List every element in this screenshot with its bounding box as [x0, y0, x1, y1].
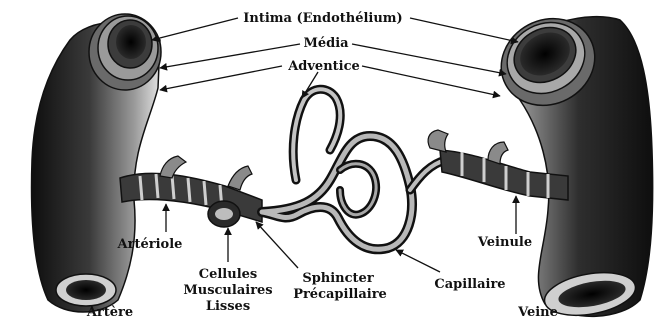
label-cellules-3: Lisses [206, 299, 250, 314]
leader-intima-right [410, 18, 518, 42]
label-media: Média [303, 36, 349, 51]
label-veine: Veine [517, 305, 558, 320]
capillary-inner-loop-highlight [340, 164, 376, 215]
leader-adventice-right [362, 66, 500, 96]
leader-media-left [160, 44, 300, 68]
label-sphincter-1: Sphincter [302, 271, 374, 286]
venule-branch-up2 [488, 142, 508, 164]
arteriole-branch-up [160, 156, 186, 178]
venule-branch-up [428, 130, 448, 152]
label-intima: Intima (Endothélium) [243, 11, 402, 26]
label-cellules-2: Musculaires [183, 283, 272, 298]
label-artere: Artère [86, 305, 133, 320]
arteriole [120, 156, 262, 227]
label-adventice: Adventice [287, 59, 360, 74]
artery-lumen [116, 25, 146, 59]
artery-bottom-lumen [66, 280, 106, 300]
vein [486, 2, 653, 321]
muscle-cell-highlight [215, 208, 233, 220]
artery [32, 14, 161, 312]
leader-sphincter [256, 222, 298, 268]
label-capillaire: Capillaire [434, 277, 505, 292]
leader-capillaire [396, 250, 440, 272]
label-cellules-1: Cellules [199, 267, 257, 282]
label-veinule: Veinule [477, 235, 532, 250]
arteriole-branch-up2 [228, 166, 252, 190]
label-arteriole: Artériole [117, 237, 183, 252]
leader-intima-left [152, 18, 238, 40]
label-sphincter-2: Précapillaire [293, 287, 387, 302]
capillary-network [262, 89, 446, 249]
leader-adventice-left [160, 66, 282, 90]
